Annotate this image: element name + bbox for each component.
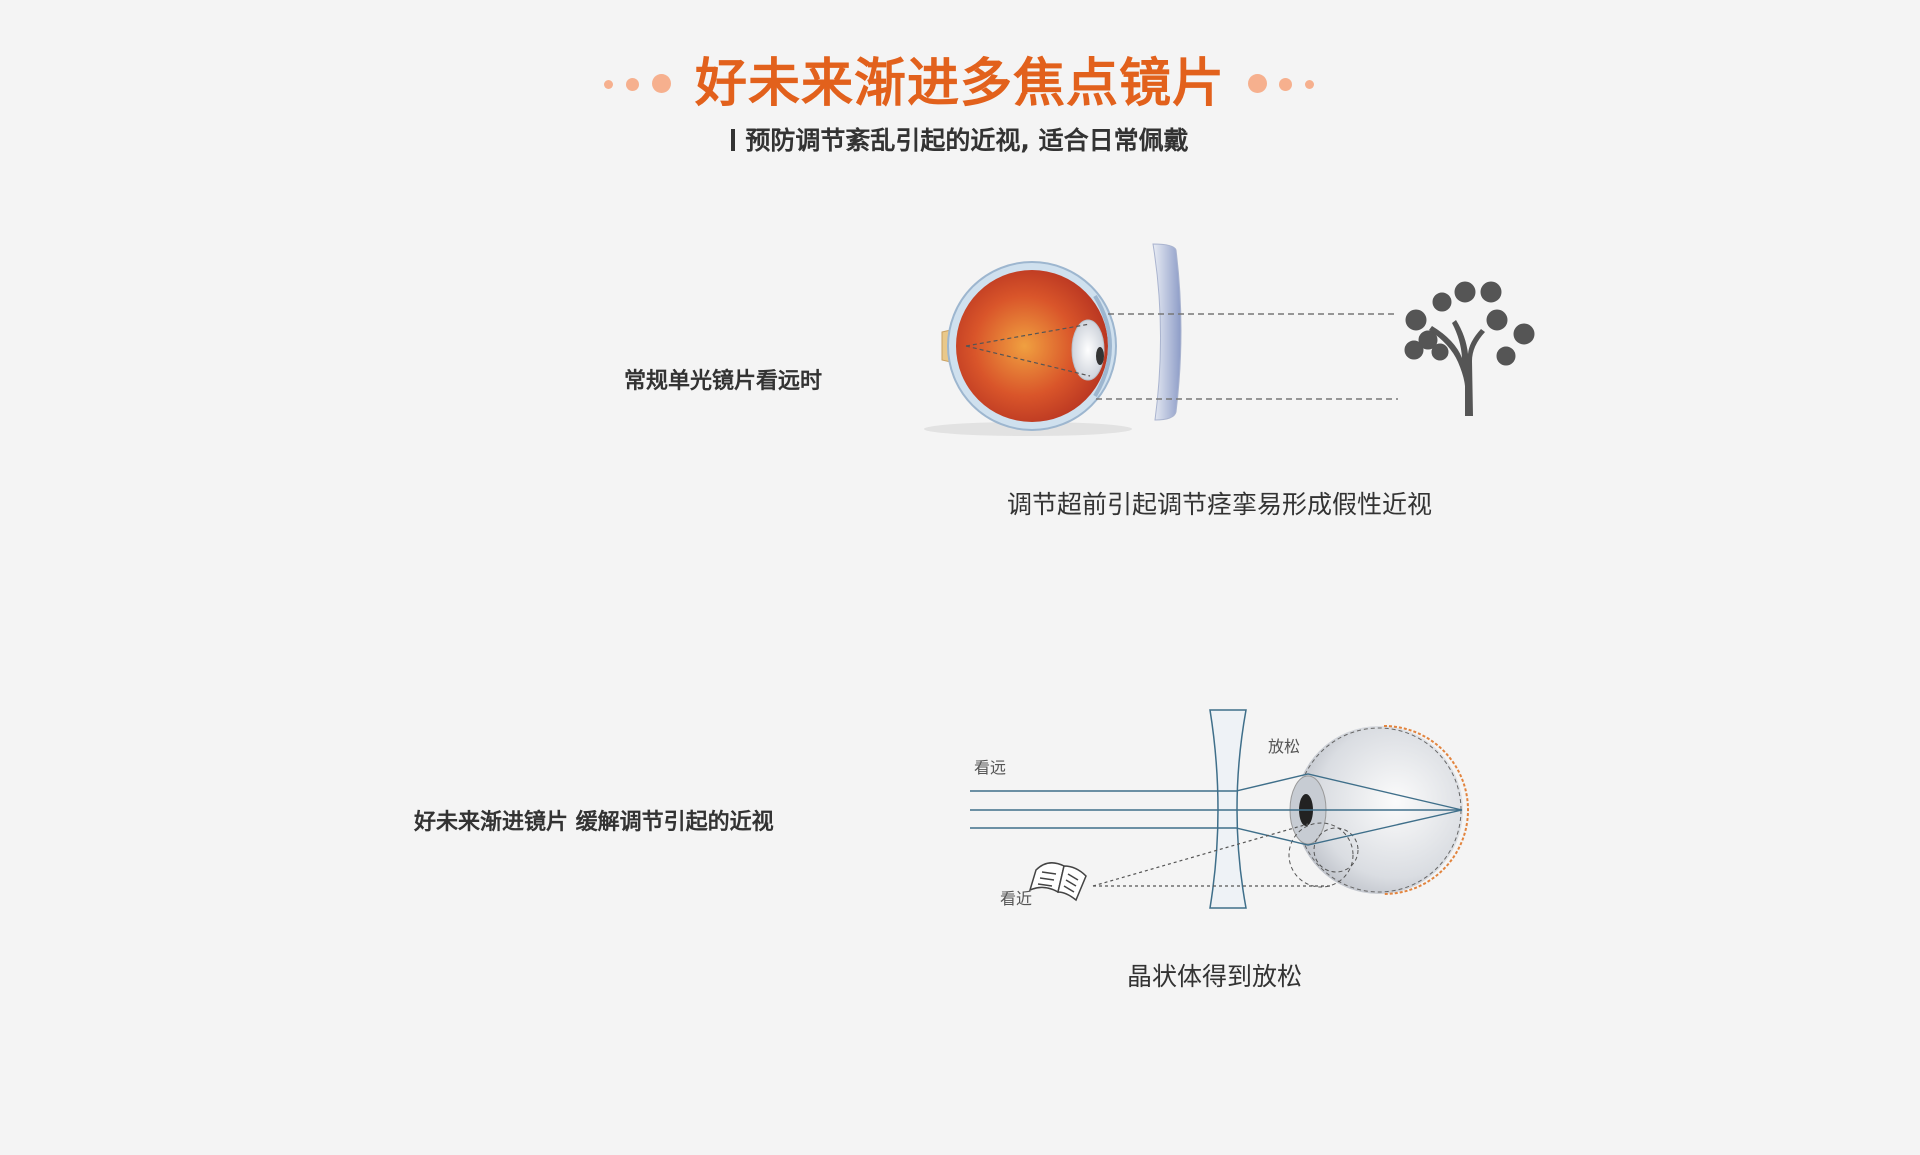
- far-rays: [970, 773, 1463, 846]
- header: 好未来渐进多焦点镜片: [0, 48, 1920, 128]
- near-rays: [1092, 823, 1330, 887]
- relax-label: 放松: [1268, 737, 1300, 756]
- page-title: 好未来渐进多焦点镜片: [694, 54, 1225, 114]
- progressive-caption: 晶状体得到放松: [1127, 962, 1303, 991]
- single-vision-caption: 调节超前引起调节痉挛易形成假性近视: [1007, 490, 1433, 519]
- far-label: 看远: [974, 758, 1006, 777]
- open-book-icon: [1028, 862, 1087, 902]
- concave-lens: [1209, 709, 1247, 909]
- title-dots-right: [1248, 74, 1318, 94]
- progressive-diagram: 看远 看近 放松: [970, 709, 1469, 909]
- single-vision-diagram: [924, 243, 1535, 436]
- eye-cross-section-illustration: [941, 261, 1117, 431]
- single-vision-label: 常规单光镜片看远时: [624, 369, 823, 394]
- tree-icon: [1404, 281, 1535, 416]
- subtitle-bar: [731, 129, 736, 151]
- subtitle-text: 预防调节紊乱引起的近视, 适合日常佩戴: [745, 126, 1189, 155]
- single-vision-lens: [1152, 243, 1182, 421]
- progressive-label: 好未来渐进镜片 缓解调节引起的近视: [414, 810, 774, 835]
- near-label: 看近: [1000, 889, 1032, 908]
- title-dots-left: [604, 74, 674, 94]
- page-subtitle: 预防调节紊乱引起的近视, 适合日常佩戴: [0, 124, 1920, 158]
